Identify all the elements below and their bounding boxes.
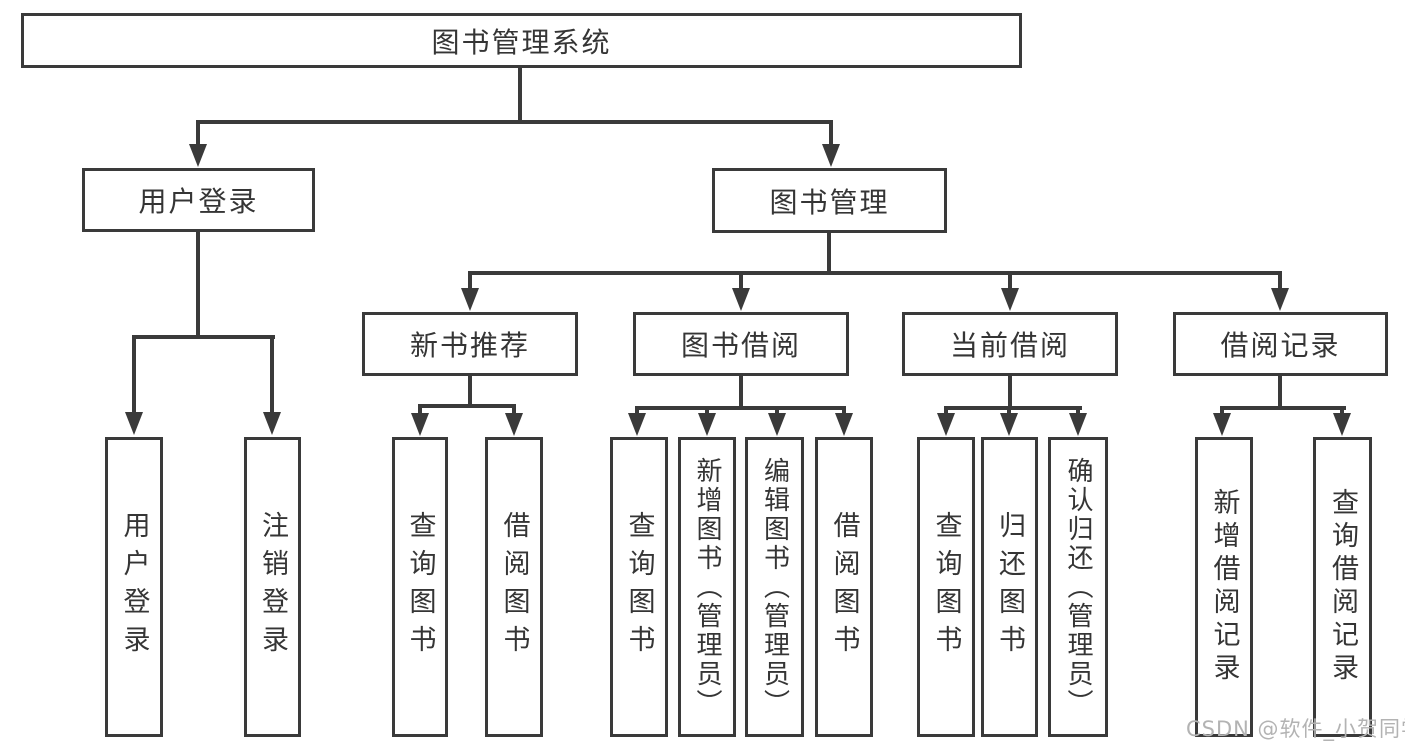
connector-line [132, 335, 275, 339]
connector-line [418, 404, 422, 418]
connector-line [196, 120, 833, 124]
connector-line [944, 406, 948, 418]
connector-line [270, 335, 274, 417]
leaf-query-books-borrow-label: 查询图书 [623, 511, 655, 663]
connector-line [196, 231, 200, 339]
arrow-down-icon [1333, 413, 1351, 436]
leaf-query-books-recommend: 查询图书 [392, 437, 448, 737]
connector-line [775, 406, 779, 418]
node-new-book-recommend-label: 新书推荐 [409, 329, 530, 362]
connector-line [1008, 271, 1012, 293]
leaf-borrow-books: 借阅图书 [815, 437, 873, 737]
connector-line [518, 66, 522, 124]
connector-line [1076, 406, 1080, 418]
arrow-down-icon [732, 288, 750, 311]
node-new-book-recommend: 新书推荐 [362, 312, 578, 376]
node-root: 图书管理系统 [21, 13, 1022, 68]
leaf-return-book: 归还图书 [981, 437, 1038, 737]
node-book-management-label: 图书管理 [769, 185, 890, 219]
leaf-query-books-current-label: 查询图书 [930, 511, 962, 663]
connector-line [944, 406, 1082, 410]
arrow-down-icon [835, 413, 853, 436]
connector-line [418, 404, 516, 408]
connector-line [468, 271, 1282, 275]
arrow-down-icon [1271, 288, 1289, 311]
leaf-user-login: 用户登录 [105, 437, 163, 737]
leaf-borrow-books-label: 借阅图书 [828, 511, 860, 663]
arrow-down-icon [1069, 413, 1087, 436]
leaf-borrow-books-recommend: 借阅图书 [485, 437, 543, 737]
arrow-down-icon [768, 413, 786, 436]
connector-line [1007, 406, 1011, 418]
connector-line [635, 406, 846, 410]
connector-line [829, 120, 833, 150]
connector-line [635, 406, 639, 418]
leaf-query-borrow-record: 查询借阅记录 [1313, 437, 1372, 737]
node-current-borrow: 当前借阅 [902, 312, 1118, 376]
node-user-login: 用户登录 [82, 168, 315, 232]
connector-line [1278, 376, 1282, 410]
connector-line [842, 406, 846, 418]
connector-line [512, 404, 516, 418]
connector-line [1008, 376, 1012, 410]
arrow-down-icon [937, 413, 955, 436]
node-user-login-label: 用户登录 [138, 185, 259, 218]
leaf-edit-book-admin-label: 编辑图书（管理员） [759, 456, 790, 718]
leaf-query-books-current: 查询图书 [917, 437, 975, 737]
leaf-borrow-books-recommend-label: 借阅图书 [498, 511, 530, 663]
leaf-query-borrow-record-label: 查询借阅记录 [1327, 488, 1358, 686]
node-root-label: 图书管理系统 [431, 25, 612, 59]
node-book-borrow-label: 图书借阅 [680, 329, 801, 362]
leaf-edit-book-admin: 编辑图书（管理员） [745, 437, 804, 737]
csdn-watermark: CSDN @软件_小贺同学 [1186, 717, 1405, 741]
node-book-borrow: 图书借阅 [633, 312, 849, 376]
connector-line [705, 406, 709, 418]
arrow-down-icon [628, 413, 646, 436]
connector-line [1220, 406, 1346, 410]
arrow-down-icon [411, 413, 429, 436]
leaf-confirm-return-admin: 确认归还（管理员） [1048, 437, 1108, 737]
leaf-confirm-return-admin-label: 确认归还（管理员） [1063, 456, 1093, 718]
connector-line [739, 271, 743, 293]
leaf-add-book-admin-label: 新增图书（管理员） [692, 456, 722, 718]
arrow-down-icon [1000, 413, 1018, 436]
node-borrow-records-label: 借阅记录 [1220, 329, 1341, 362]
leaf-query-books-recommend-label: 查询图书 [404, 511, 436, 663]
connector-line [739, 376, 743, 410]
arrow-down-icon [1213, 413, 1231, 436]
connector-line [1220, 406, 1224, 418]
leaf-add-book-admin: 新增图书（管理员） [678, 437, 736, 737]
leaf-add-borrow-record: 新增借阅记录 [1195, 437, 1253, 737]
arrow-down-icon [822, 144, 840, 167]
arrow-down-icon [125, 412, 143, 435]
connector-line [468, 376, 472, 408]
leaf-logout-label: 注销登录 [257, 511, 288, 663]
arrow-down-icon [263, 412, 281, 435]
leaf-add-borrow-record-label: 新增借阅记录 [1208, 488, 1240, 686]
node-borrow-records: 借阅记录 [1173, 312, 1388, 376]
leaf-return-book-label: 归还图书 [994, 511, 1025, 663]
connector-line [468, 271, 472, 293]
arrow-down-icon [505, 413, 523, 436]
connector-line [1278, 271, 1282, 293]
leaf-logout: 注销登录 [244, 437, 301, 737]
connector-line [827, 232, 831, 275]
node-current-borrow-label: 当前借阅 [949, 329, 1070, 362]
arrow-down-icon [189, 144, 207, 167]
connector-line [1340, 406, 1344, 418]
leaf-query-books-borrow: 查询图书 [610, 437, 668, 737]
connector-line [132, 335, 136, 417]
connector-line [196, 120, 200, 150]
node-book-management: 图书管理 [712, 168, 947, 233]
arrow-down-icon [698, 413, 716, 436]
arrow-down-icon [1001, 288, 1019, 311]
leaf-user-login-label: 用户登录 [118, 511, 150, 663]
arrow-down-icon [461, 288, 479, 311]
